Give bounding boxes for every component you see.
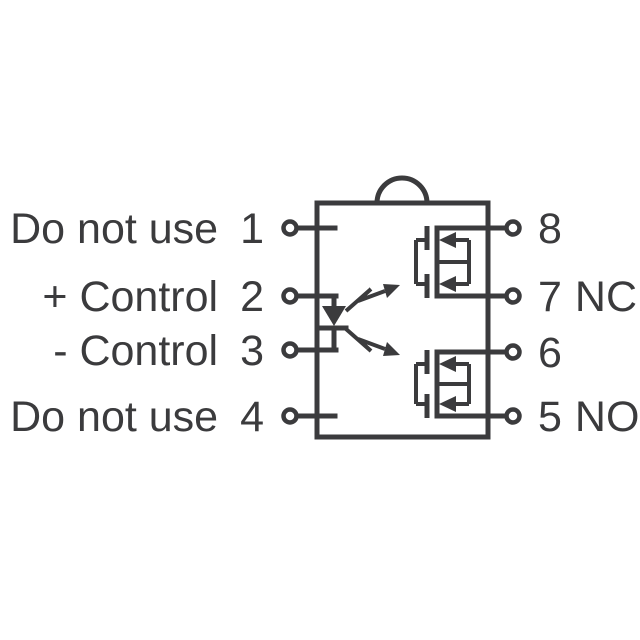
- pin-3-label: - Control 3: [53, 327, 264, 375]
- pin-2-function: + Control: [42, 273, 218, 321]
- light-arrow-lower-head: [383, 342, 400, 356]
- light-arrow-lower-bolt: [344, 327, 386, 353]
- pin-2-lead: [281, 287, 339, 305]
- pin-4-number: 4: [240, 393, 264, 441]
- mosfet-top-source-arrow-lower: [439, 276, 456, 292]
- pin-3-lead: [281, 341, 339, 359]
- pin-4-lead: [281, 407, 338, 425]
- pin1-indicator-notch-icon: [374, 175, 430, 204]
- pin-6-label: 6: [538, 329, 562, 377]
- light-arrow-upper-head: [383, 284, 400, 298]
- pin-7-label: 7 NC: [538, 273, 637, 321]
- mosfet-bottom-source-arrow-upper: [439, 356, 456, 372]
- light-arrow-lower-icon: [344, 327, 400, 356]
- pin-3-function: - Control: [53, 327, 218, 375]
- pin-5-function: NO: [575, 393, 640, 441]
- led-triangle-icon: [322, 306, 346, 326]
- pin-6-number: 6: [538, 329, 562, 377]
- pin-1-terminal-icon: [281, 219, 299, 237]
- pin-1-label: Do not use 1: [10, 205, 264, 253]
- pin-2-terminal-icon: [281, 287, 299, 305]
- pin-1-lead: [281, 219, 338, 237]
- mosfet-top-source-arrow-upper: [439, 232, 456, 248]
- led-emitter-symbol: [319, 293, 349, 353]
- pin-2-number: 2: [240, 273, 264, 321]
- light-arrow-upper-bolt: [344, 287, 386, 313]
- pin-1-function: Do not use: [10, 205, 218, 253]
- mosfet-top-symbol: [414, 225, 509, 299]
- pin-7-function: NC: [575, 273, 637, 321]
- pin-5-label: 5 NO: [538, 393, 639, 441]
- mosfet-bottom-source-arrow-lower: [439, 396, 456, 412]
- light-arrow-upper-icon: [344, 284, 400, 313]
- pin-1-number: 1: [240, 205, 264, 253]
- pin-3-number: 3: [240, 327, 264, 375]
- pin-5-number: 5: [538, 393, 562, 441]
- pin-7-number: 7: [538, 273, 562, 321]
- pin-8-label: 8: [538, 205, 562, 253]
- pin-4-label: Do not use 4: [10, 393, 264, 441]
- pin-3-terminal-icon: [281, 341, 299, 359]
- pin-8-number: 8: [538, 205, 562, 253]
- pin-4-function: Do not use: [10, 393, 218, 441]
- pin-4-terminal-icon: [281, 407, 299, 425]
- mosfet-bottom-symbol: [414, 349, 509, 419]
- pin-2-label: + Control 2: [42, 273, 264, 321]
- ic-body: [314, 200, 491, 440]
